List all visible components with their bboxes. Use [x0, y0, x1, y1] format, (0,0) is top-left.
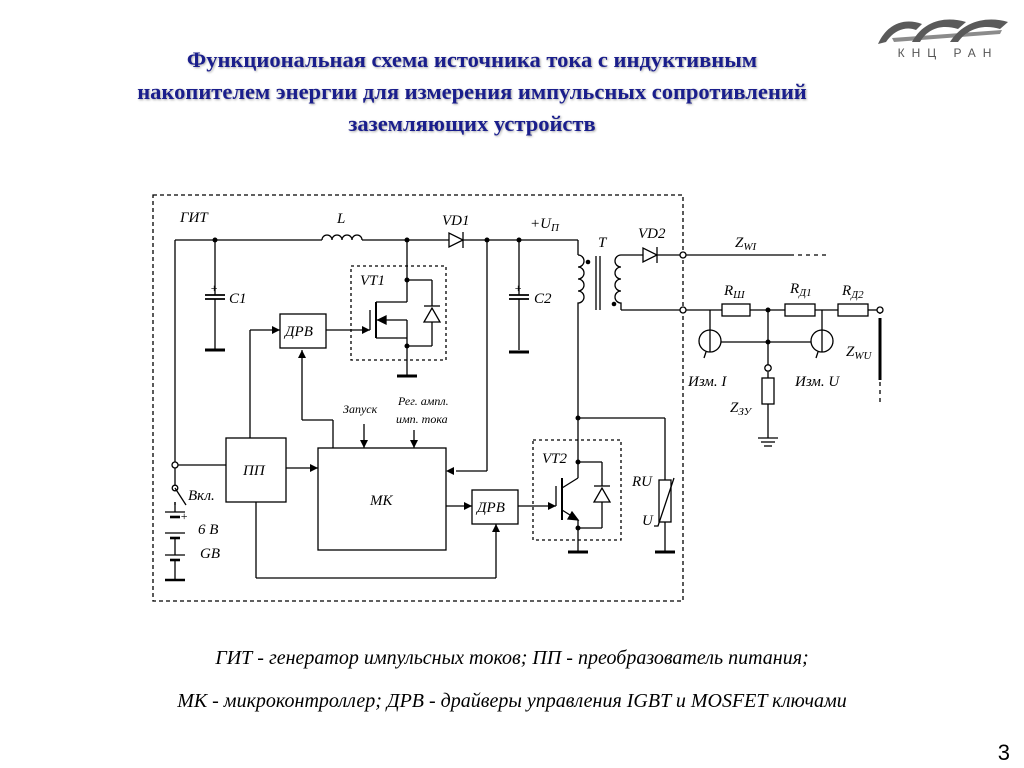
vt2-module-outline [532, 439, 622, 541]
label-vd1: VD1 [442, 213, 470, 229]
label-drv-2: ДРВ [475, 500, 505, 516]
resistor-z-zu [761, 377, 775, 405]
label-pp: ПП [242, 463, 266, 479]
inductor-l [321, 234, 363, 241]
varistor-ru [654, 477, 675, 527]
label-battery-voltage: 6 В [198, 522, 218, 538]
logo-swoosh-2 [912, 19, 966, 42]
dashed-lines [790, 254, 881, 404]
slide-title: Функциональная схема источника тока с ин… [40, 44, 904, 140]
label-r-d2: RД2 [841, 283, 864, 301]
title-line-2: накопителем энергии для измерения импуль… [137, 79, 807, 104]
label-reg-line-1: Рег. ампл. [397, 394, 449, 408]
capacitor-c2 [509, 294, 529, 354]
logo-swoosh-1 [878, 21, 922, 44]
probe-meas-u [810, 329, 834, 359]
label-git: ГИТ [179, 210, 209, 226]
logo-swoosh-3 [950, 19, 1008, 42]
ground-z-zu [758, 437, 778, 447]
title-line-1: Функциональная схема источника тока с ин… [186, 47, 758, 72]
label-reg-line-2: имп. тока [396, 412, 448, 426]
label-meas-i: Изм. I [687, 374, 727, 390]
label-drv-1: ДРВ [283, 324, 313, 340]
igbt-vt2 [555, 477, 580, 521]
knc-ran-logo [878, 19, 1008, 44]
block-drv-1 [279, 313, 327, 349]
device-boundary [152, 194, 684, 602]
switch-vkl [174, 487, 187, 506]
legend-line-2: МК - микроконтроллер; ДРВ - драйверы упр… [177, 690, 847, 712]
resistor-r-d2 [837, 303, 869, 317]
label-c1-plus: + [210, 281, 218, 295]
label-r-d1: RД1 [789, 281, 812, 299]
label-battery-plus: + [180, 509, 188, 523]
label-switch-vkl: Вкл. [188, 488, 215, 504]
battery-gb [165, 511, 185, 582]
label-transformer-t: T [598, 235, 608, 251]
label-z-wi: ZWI [735, 235, 758, 253]
logo-swoosh-4 [892, 30, 1002, 42]
resistor-r-sh [721, 303, 751, 317]
capacitor-c1 [205, 294, 225, 352]
label-vt1: VT1 [360, 273, 385, 289]
label-r-sh: RШ [723, 283, 745, 301]
label-vd2: VD2 [638, 226, 666, 242]
diode-vd2 [642, 246, 659, 264]
label-z-zu: ZЗУ [730, 400, 753, 418]
block-mk [317, 447, 447, 551]
arrowheads [272, 326, 556, 532]
label-start: Запуск [343, 402, 378, 416]
block-pp [225, 437, 287, 503]
label-mk: МК [369, 493, 393, 509]
page-number: 3 [997, 740, 1010, 765]
title-line-3: заземляющих устройств [348, 111, 596, 136]
probe-meas-i [698, 329, 722, 359]
label-battery-gb: GB [200, 546, 220, 562]
wires [174, 239, 880, 579]
label-vt2: VT2 [542, 451, 568, 467]
label-supply: +UП [530, 216, 560, 234]
label-c2: C2 [534, 291, 552, 307]
label-c2-plus: + [514, 281, 522, 295]
label-ru-u: U [642, 513, 654, 529]
label-inductor-l: L [336, 211, 345, 227]
transformer-t [577, 254, 622, 310]
vt2-body-diode [592, 485, 612, 503]
logo-org-text: КНЦ РАН [897, 46, 999, 60]
label-ru: RU [631, 474, 653, 490]
diode-vd1 [448, 231, 465, 249]
vt1-module-outline [350, 265, 447, 361]
mosfet-vt1 [369, 301, 408, 339]
vt1-body-diode [422, 305, 442, 323]
resistor-r-d1 [784, 303, 816, 317]
label-z-wu: ZWU [846, 344, 873, 362]
label-c1: C1 [229, 291, 247, 307]
block-drv-2 [471, 489, 519, 525]
label-meas-u: Изм. U [794, 374, 840, 390]
legend-line-1: ГИТ - генератор импульсных токов; ПП - п… [215, 647, 809, 669]
